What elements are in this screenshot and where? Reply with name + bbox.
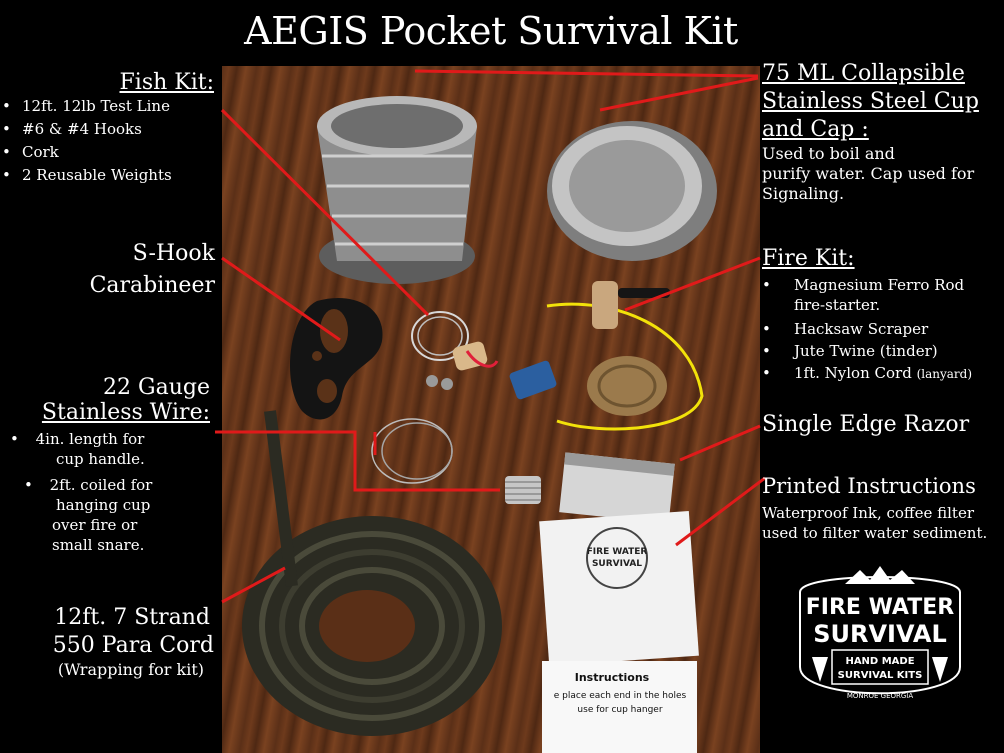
card-line-2: use for cup hanger — [577, 705, 662, 715]
mountain-icon — [845, 566, 915, 584]
cup-desc-1: Used to boil and — [762, 144, 895, 163]
para-cord-line-2: 550 Para Cord — [52, 633, 214, 658]
wire-items: • 4in. length for cup handle. • 2ft. coi… — [0, 429, 218, 555]
fire-kit-item: •Magnesium Ferro Rod — [762, 276, 965, 294]
razor-label: Single Edge Razor — [762, 412, 1004, 437]
wire-label: 22 Gauge Stainless Wire: • 4in. length f… — [0, 375, 218, 555]
cup-label: 75 ML Collapsible Stainless Steel Cup an… — [762, 60, 1004, 204]
para-cord-line-3: (Wrapping for kit) — [57, 660, 204, 679]
para-cord-label: 12ft. 7 Strand 550 Para Cord (Wrapping f… — [0, 604, 218, 680]
logo-line-5: MONROE GEORGIA — [847, 692, 914, 700]
fire-kit-item: •1ft. Nylon Cord (lanyard) — [762, 364, 973, 382]
s-hook-label: S-Hook Carabineer — [40, 238, 215, 302]
fish-kit-list: 12ft. 12lb Test Line #6 & #4 Hooks Cork … — [0, 95, 218, 187]
bullet: • — [24, 476, 33, 494]
wire-image — [371, 418, 541, 504]
fire-kit-list: •Magnesium Ferro Rod fire-starter. •Hack… — [762, 275, 1004, 384]
razor-heading: Single Edge Razor — [762, 412, 970, 437]
logo-graphic: FIRE WATER SURVIVAL HAND MADE SURVIVAL K… — [799, 566, 961, 700]
fish-kit-item: #6 & #4 Hooks — [0, 118, 218, 141]
instructions-label: Printed Instructions Waterproof Ink, cof… — [762, 474, 1004, 543]
tree-icon — [812, 657, 828, 682]
cup-heading-3: and Cap : — [762, 117, 869, 142]
para-cord-line-1: 12ft. 7 Strand — [54, 605, 210, 630]
wire-item-1: • 4in. length for — [10, 430, 145, 448]
bullet: • — [10, 430, 19, 448]
razor-image — [559, 452, 675, 524]
carabiner-image — [290, 297, 383, 420]
fish-kit-item: 2 Reusable Weights — [0, 164, 218, 187]
tree-icon — [932, 657, 948, 682]
fire-kit-heading: Fire Kit: — [762, 246, 855, 271]
instructions-heading: Printed Instructions — [762, 474, 976, 498]
fire-kit-label: Fire Kit: •Magnesium Ferro Rod fire-star… — [762, 246, 1004, 384]
collapsible-cup-image — [317, 96, 477, 284]
paracord-image — [242, 410, 502, 736]
fish-kit-item: 12ft. 12lb Test Line — [0, 95, 218, 118]
fish-kit-heading: Fish Kit: — [119, 70, 214, 95]
logo-line-2: SURVIVAL — [813, 620, 947, 648]
kit-photo: FIRE WATER SURVIVAL Instructions e place… — [222, 66, 760, 753]
fire-water-survival-logo: FIRE WATER SURVIVAL HAND MADE SURVIVAL K… — [790, 562, 970, 712]
fish-kit-label: Fish Kit: 12ft. 12lb Test Line #6 & #4 H… — [0, 70, 218, 187]
wire-item-2: • 2ft. coiled for — [24, 476, 153, 494]
cup-cap-image — [547, 121, 717, 261]
fire-kit-item: •Jute Twine (tinder) — [762, 342, 938, 360]
fire-kit-item-cont: fire-starter. — [794, 296, 881, 314]
fish-kit-item: Cork — [0, 141, 218, 164]
wire-heading-2: Stainless Wire: — [41, 400, 210, 425]
s-hook-line-2: Carabineer — [89, 273, 215, 298]
logo-line-1: FIRE WATER — [806, 595, 954, 620]
instruction-card-image: FIRE WATER SURVIVAL Instructions e place… — [539, 510, 699, 753]
page-title: AEGIS Pocket Survival Kit — [244, 9, 738, 53]
instructions-desc-2: used to filter water sediment. — [762, 524, 988, 542]
fire-kit-image — [509, 281, 704, 431]
card-line-1: e place each end in the holes — [554, 691, 687, 701]
fire-kit-item: •Hacksaw Scraper — [762, 320, 929, 338]
wire-heading-1: 22 Gauge — [103, 375, 210, 400]
kit-photo-drawing: FIRE WATER SURVIVAL Instructions e place… — [242, 96, 717, 753]
s-hook-line-1: S-Hook — [132, 241, 215, 266]
cup-desc-3: Signaling. — [762, 184, 845, 203]
fishing-kit-image — [411, 311, 499, 390]
card-title-1: FIRE WATER — [587, 547, 648, 557]
cup-heading-1: 75 ML Collapsible — [762, 61, 965, 86]
cup-heading-2: Stainless Steel Cup — [762, 89, 979, 114]
instructions-desc-1: Waterproof Ink, coffee filter — [762, 504, 974, 522]
cup-desc-2: purify water. Cap used for — [762, 164, 975, 183]
logo-line-3: HAND MADE — [845, 656, 914, 667]
card-heading: Instructions — [575, 671, 650, 684]
logo-line-4: SURVIVAL KITS — [838, 670, 923, 681]
card-title-2: SURVIVAL — [592, 559, 642, 569]
